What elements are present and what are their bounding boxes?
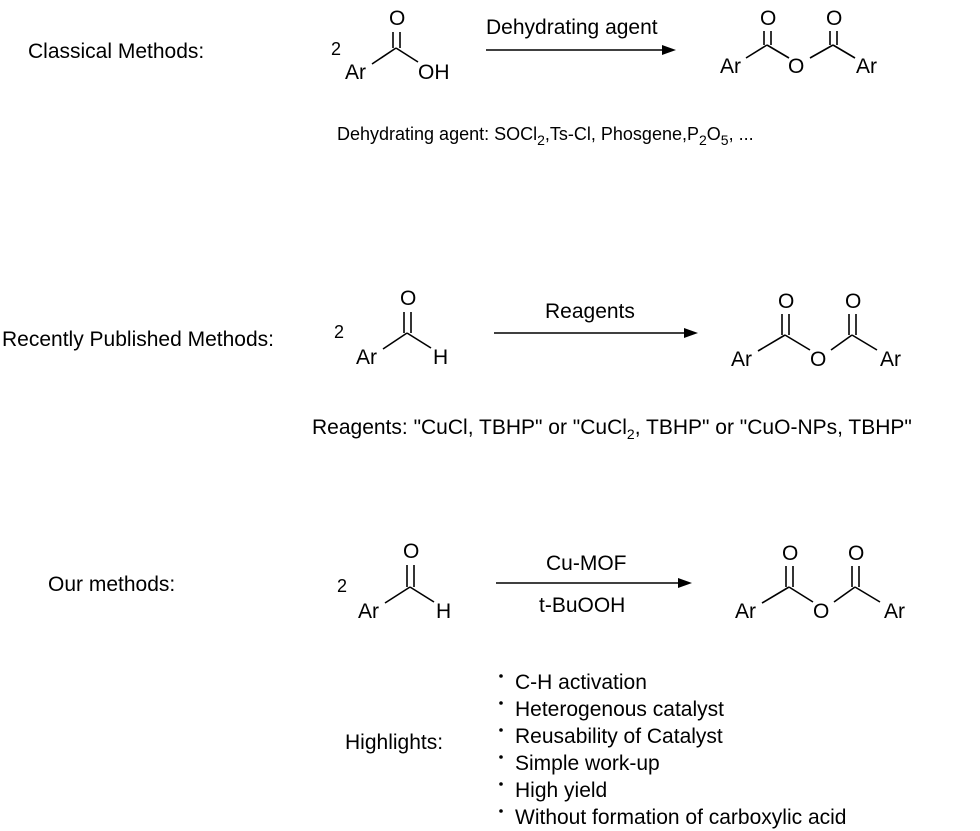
highlights-list: C-H activation Heterogenous catalyst Reu… xyxy=(499,671,846,829)
classical-arrow-label: Dehydrating agent xyxy=(486,16,658,39)
highlight-item: Reusability of Catalyst xyxy=(515,725,723,748)
classical-dehydrating-agents-note: Dehydrating agent: SOCl2,Ts-Cl, Phosgene… xyxy=(337,124,754,148)
classical-reactant-acid: 2 Ar O OH xyxy=(331,7,450,84)
classical-section: Classical Methods: 2 Ar O OH Dehydrating… xyxy=(28,7,877,148)
bond xyxy=(409,586,435,603)
recent-reagents-note: Reagents: "CuCl, TBHP" or "CuCl2, TBHP" … xyxy=(312,416,912,442)
ours-label: Our methods: xyxy=(48,573,175,596)
recent-label: Recently Published Methods: xyxy=(2,328,274,351)
recent-product-ar-left: Ar xyxy=(731,348,752,371)
classical-product-o-top-left: O xyxy=(760,7,776,30)
classical-reactant-ar: Ar xyxy=(345,61,366,84)
classical-reactant-oh: OH xyxy=(418,61,450,84)
arrowhead xyxy=(662,45,676,55)
highlight-item: C-H activation xyxy=(515,671,647,694)
arrowhead xyxy=(678,578,692,588)
ours-section: Our methods: 2 Ar O H Cu-MOF t-BuOOH Ar … xyxy=(48,540,905,829)
highlight-item: Simple work-up xyxy=(515,752,660,775)
bond xyxy=(406,332,432,349)
arrowhead xyxy=(684,328,698,338)
bullet-icon xyxy=(499,701,503,705)
classical-product-ar-right: Ar xyxy=(856,55,877,78)
classical-coefficient: 2 xyxy=(331,39,341,59)
highlight-item: High yield xyxy=(515,779,607,802)
recent-reactant-ar: Ar xyxy=(356,346,377,369)
ours-product-o-top-left: O xyxy=(782,542,798,565)
bond xyxy=(766,44,790,59)
highlights-label: Highlights: xyxy=(345,731,443,754)
highlight-item: Without formation of carboxylic acid xyxy=(515,806,846,829)
ours-coefficient: 2 xyxy=(337,576,347,596)
bond xyxy=(784,334,811,351)
ours-arrow-label-bottom: t-BuOOH xyxy=(539,594,625,617)
ours-reactant-ar: Ar xyxy=(358,600,379,623)
bond xyxy=(371,47,397,65)
bond xyxy=(761,586,790,604)
ours-product-o-top-right: O xyxy=(848,542,864,565)
bond xyxy=(382,332,408,350)
ours-reactant-h: H xyxy=(436,600,451,623)
recent-arrow-label: Reagents xyxy=(545,300,635,323)
bullet-icon xyxy=(499,809,503,813)
recent-reactant-h: H xyxy=(433,346,448,369)
recent-product-o-top-right: O xyxy=(845,290,861,313)
recent-product-o-bridge: O xyxy=(810,348,826,371)
ours-product-o-bridge: O xyxy=(813,600,829,623)
bond xyxy=(788,586,814,603)
recent-product-anhydride: Ar O O O Ar xyxy=(731,290,901,371)
bond xyxy=(832,44,856,59)
highlight-item: Heterogenous catalyst xyxy=(515,698,724,721)
bullet-icon xyxy=(499,728,503,732)
classical-reactant-o: O xyxy=(389,7,405,30)
bond xyxy=(757,334,786,352)
recent-product-o-top-left: O xyxy=(778,290,794,313)
recent-product-ar-right: Ar xyxy=(880,348,901,371)
classical-product-ar-left: Ar xyxy=(720,55,741,78)
ours-product-ar-left: Ar xyxy=(735,600,756,623)
classical-product-o-top-right: O xyxy=(826,7,842,30)
bullet-icon xyxy=(499,674,503,678)
ours-reactant-aldehyde: 2 Ar O H xyxy=(337,540,451,623)
ours-reactant-o: O xyxy=(403,540,419,563)
bond xyxy=(851,334,878,351)
bond xyxy=(395,47,419,63)
bond xyxy=(809,44,834,59)
classical-product-anhydride: Ar O O O Ar xyxy=(720,7,877,78)
recent-coefficient: 2 xyxy=(334,322,344,342)
recent-reactant-aldehyde: 2 Ar O H xyxy=(334,287,448,369)
recent-section: Recently Published Methods: 2 Ar O H Rea… xyxy=(2,287,912,442)
ours-arrow-label-top: Cu-MOF xyxy=(546,552,627,575)
bond xyxy=(833,586,856,603)
ours-product-anhydride: Ar O O O Ar xyxy=(735,542,905,623)
bond xyxy=(384,586,411,604)
classical-label: Classical Methods: xyxy=(28,40,204,63)
bullet-icon xyxy=(499,782,503,786)
bond xyxy=(854,586,881,603)
ours-product-ar-right: Ar xyxy=(884,600,905,623)
bond xyxy=(830,334,853,351)
bullet-icon xyxy=(499,755,503,759)
recent-reactant-o: O xyxy=(400,287,416,310)
bond xyxy=(745,44,768,59)
classical-product-o-bridge: O xyxy=(788,55,804,78)
